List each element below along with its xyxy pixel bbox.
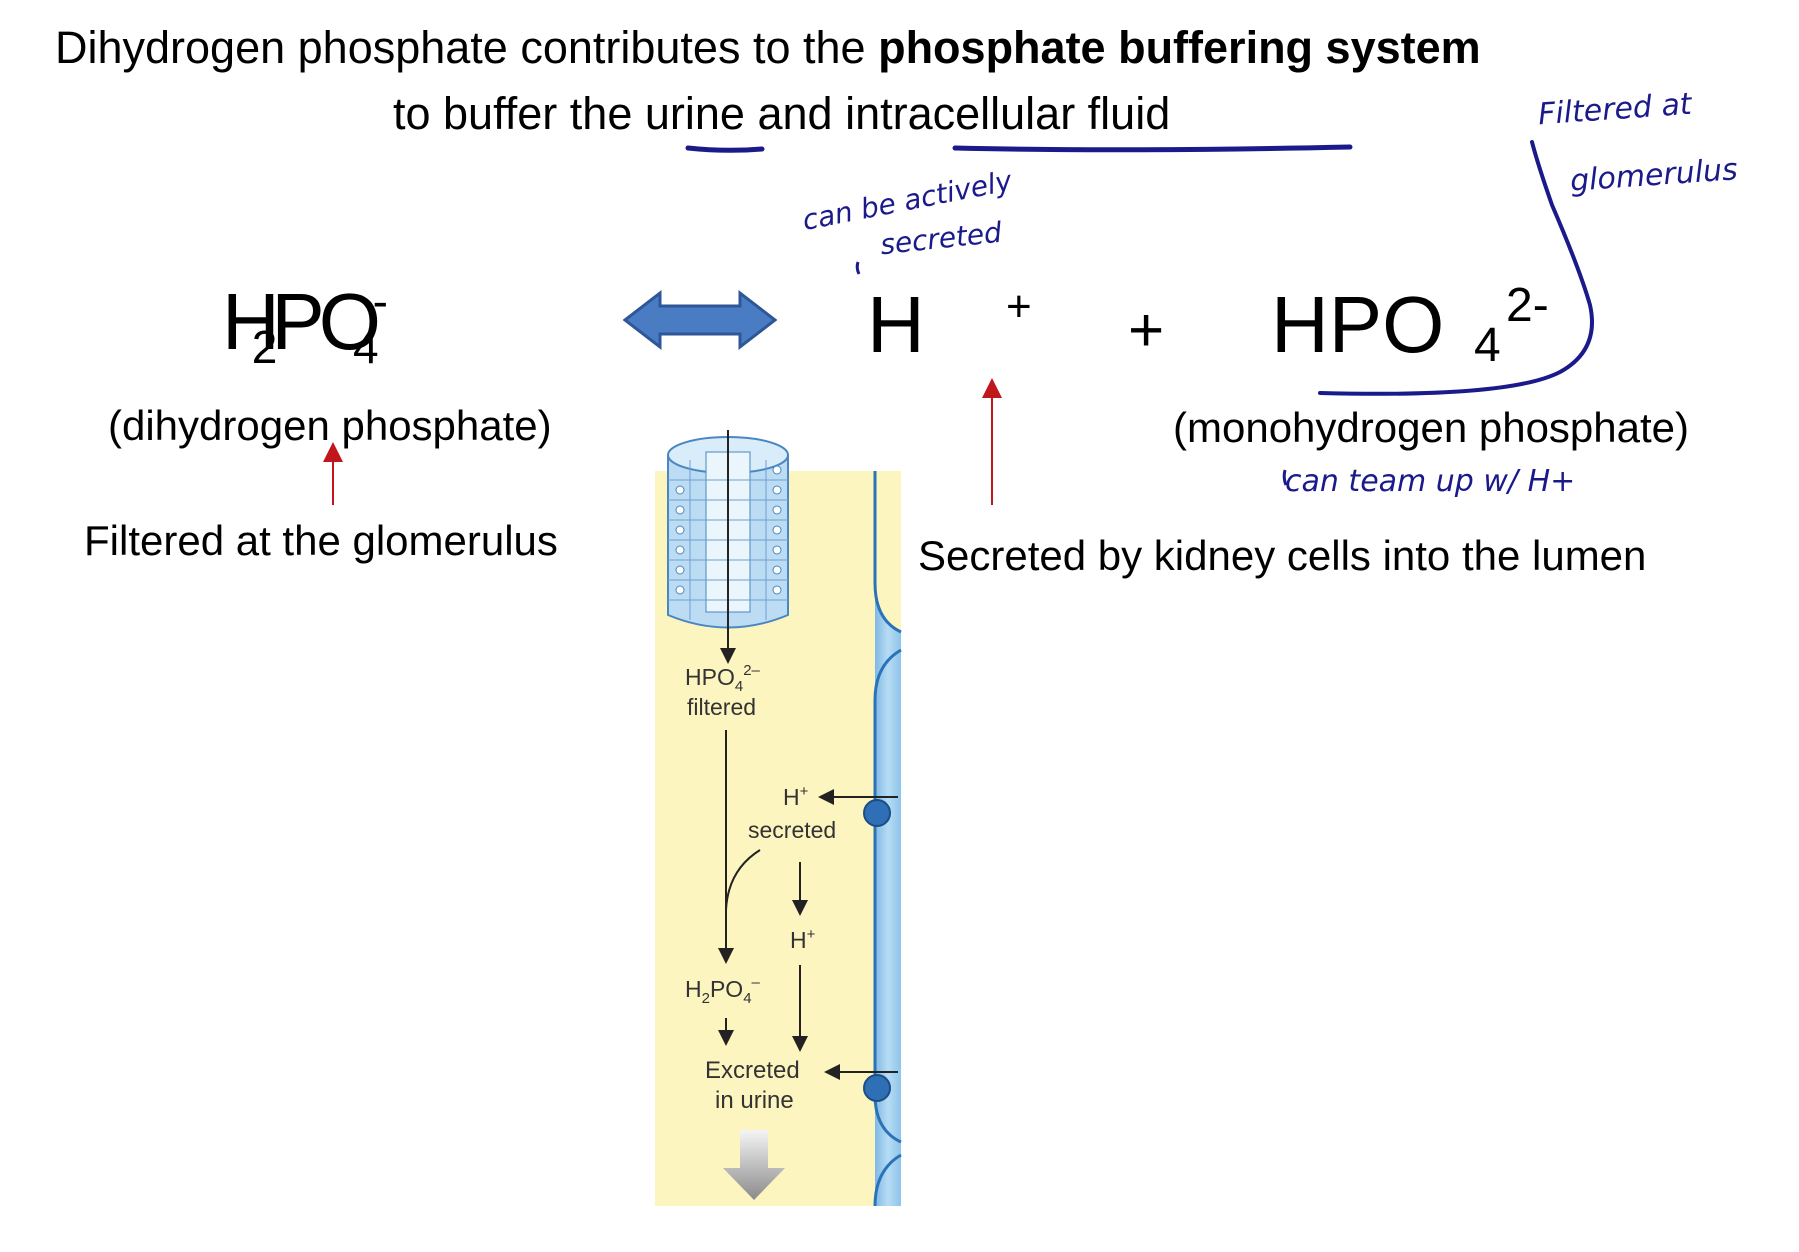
title-line-1-bold: phosphate buffering system (878, 22, 1481, 73)
fig-excreted: Excreted (705, 1057, 800, 1084)
title-line-2-a: to buffer the (393, 88, 633, 139)
formula-monohydrogen-phosphate: HPO (1271, 280, 1445, 369)
equilibrium-double-arrow (622, 289, 778, 351)
underline-urine (685, 145, 765, 153)
underline-icf (952, 144, 1353, 153)
equation-plus-sign: + (1128, 296, 1165, 365)
label-secreted: Secreted by kidney cells into the lumen (918, 532, 1647, 579)
title-line-2-b: and (757, 88, 833, 139)
title-word-icf: intracellular fluid (845, 88, 1171, 139)
note-team-up: can team up w/ H+ (1285, 464, 1576, 499)
cell-bulge-1 (875, 471, 901, 632)
transporter-lower (863, 1074, 891, 1102)
formula-dihydrogen-phosphate: H2PO4- (222, 275, 388, 373)
monohydrogen-subscript: 4 (1474, 319, 1501, 372)
outflow-arrow (723, 1130, 785, 1200)
fig-h-secreted: H+ (783, 783, 809, 810)
bracket-hpo4 (1318, 140, 1594, 396)
cell-bulge-2 (873, 648, 902, 1144)
hydrogen-ion-charge: + (1006, 282, 1032, 331)
fig-h-middle: H+ (790, 926, 816, 953)
fig-secreted-word: secreted (748, 817, 836, 843)
fig-in-urine: in urine (715, 1087, 794, 1114)
monohydrogen-charge: 2- (1506, 279, 1549, 332)
fig-filtered-word: filtered (687, 694, 756, 720)
label-dihydrogen-phosphate: (dihydrogen phosphate) (108, 402, 552, 449)
title-word-urine: urine (644, 88, 745, 139)
tick-mark-actively (855, 261, 861, 275)
label-filtered: Filtered at the glomerulus (84, 517, 558, 564)
transporter-upper (863, 799, 891, 827)
formula-hydrogen-ion: H (867, 280, 925, 369)
arrow-h-combine (725, 849, 761, 911)
fig-hpo4-filtered: HPO42– (685, 662, 761, 695)
title-line-2: to buffer the urine and intracellular fl… (393, 88, 1170, 140)
tick-mark-team-up (1282, 469, 1288, 486)
label-monohydrogen-phosphate: (monohydrogen phosphate) (1173, 404, 1690, 451)
title-line-1: Dihydrogen phosphate contributes to the … (55, 22, 1481, 74)
cell-bulge-3 (873, 1153, 902, 1207)
fig-h2po4: H2PO4– (685, 974, 761, 1007)
title-line-1-normal: Dihydrogen phosphate contributes to the (55, 22, 866, 73)
